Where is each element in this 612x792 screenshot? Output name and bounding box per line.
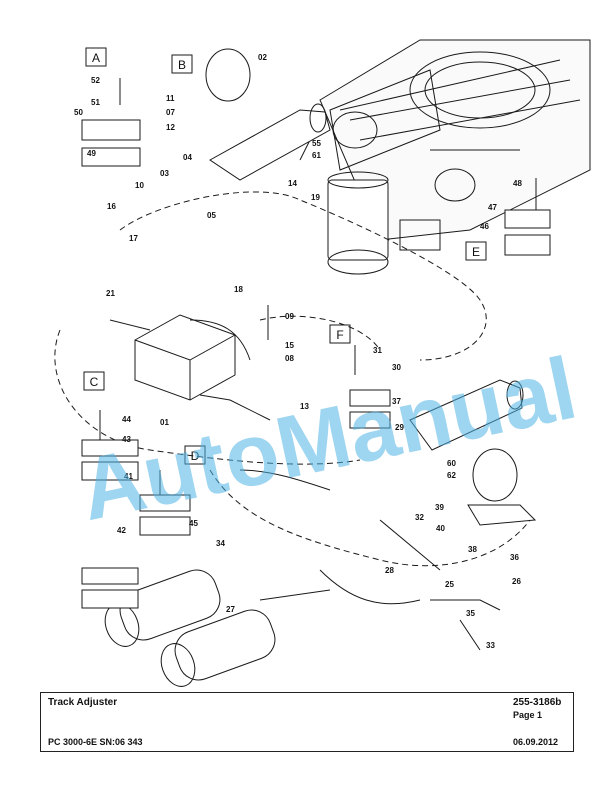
part-callout-01: 01: [160, 418, 169, 427]
part-callout-49: 49: [87, 149, 96, 158]
part-callout-07: 07: [166, 108, 175, 117]
part-callout-17: 17: [129, 234, 138, 243]
part-callout-16: 16: [107, 202, 116, 211]
part-callout-14: 14: [288, 179, 297, 188]
page-number: Page 1: [513, 710, 543, 720]
part-callout-04: 04: [183, 153, 192, 162]
view-label-f: F: [336, 328, 343, 342]
part-callout-15: 15: [285, 341, 294, 350]
part-callout-51: 51: [91, 98, 100, 107]
part-callout-60: 60: [447, 459, 456, 468]
part-callout-40: 40: [436, 524, 445, 533]
part-callout-32: 32: [415, 513, 424, 522]
model-serial: PC 3000-6E SN:06 343: [48, 737, 143, 747]
part-callout-34: 34: [216, 539, 225, 548]
drawing-title: Track Adjuster: [48, 697, 118, 708]
part-callout-26: 26: [512, 577, 521, 586]
part-callout-50: 50: [74, 108, 83, 117]
revision-date: 06.09.2012: [513, 737, 559, 747]
part-callout-52: 52: [91, 76, 100, 85]
part-callout-03: 03: [160, 169, 169, 178]
part-callout-27: 27: [226, 605, 235, 614]
part-callout-61: 61: [312, 151, 321, 160]
part-callout-55: 55: [312, 139, 321, 148]
part-callout-21: 21: [106, 289, 115, 298]
part-callout-31: 31: [373, 346, 382, 355]
view-label-e: E: [472, 245, 480, 259]
part-callout-42: 42: [117, 526, 126, 535]
part-callout-08: 08: [285, 354, 294, 363]
part-callout-09: 09: [285, 312, 294, 321]
part-callout-13: 13: [300, 402, 309, 411]
part-callout-35: 35: [466, 609, 475, 618]
view-label-b: B: [178, 58, 186, 72]
part-callout-46: 46: [480, 222, 489, 231]
part-callout-33: 33: [486, 641, 495, 650]
part-callout-36: 36: [510, 553, 519, 562]
part-callout-19: 19: [311, 193, 320, 202]
part-callout-10: 10: [135, 181, 144, 190]
part-callout-48: 48: [513, 179, 522, 188]
title-block: [40, 692, 574, 752]
part-callout-47: 47: [488, 203, 497, 212]
view-label-d: D: [191, 449, 200, 463]
view-label-a: A: [92, 51, 100, 65]
part-callout-29: 29: [395, 423, 404, 432]
part-callout-39: 39: [435, 503, 444, 512]
part-callout-38: 38: [468, 545, 477, 554]
part-callout-28: 28: [385, 566, 394, 575]
part-callout-37: 37: [392, 397, 401, 406]
doc-number: 255-3186b: [513, 697, 562, 708]
part-callout-41: 41: [124, 472, 133, 481]
part-callout-45: 45: [189, 519, 198, 528]
part-callout-02: 02: [258, 53, 267, 62]
part-callout-43: 43: [122, 435, 131, 444]
part-callout-25: 25: [445, 580, 454, 589]
part-callout-44: 44: [122, 415, 131, 424]
part-callout-18: 18: [234, 285, 243, 294]
view-label-c: C: [90, 375, 99, 389]
part-callout-30: 30: [392, 363, 401, 372]
part-callout-62: 62: [447, 471, 456, 480]
part-callout-11: 11: [166, 94, 175, 103]
part-callout-12: 12: [166, 123, 175, 132]
part-callout-05: 05: [207, 211, 216, 220]
